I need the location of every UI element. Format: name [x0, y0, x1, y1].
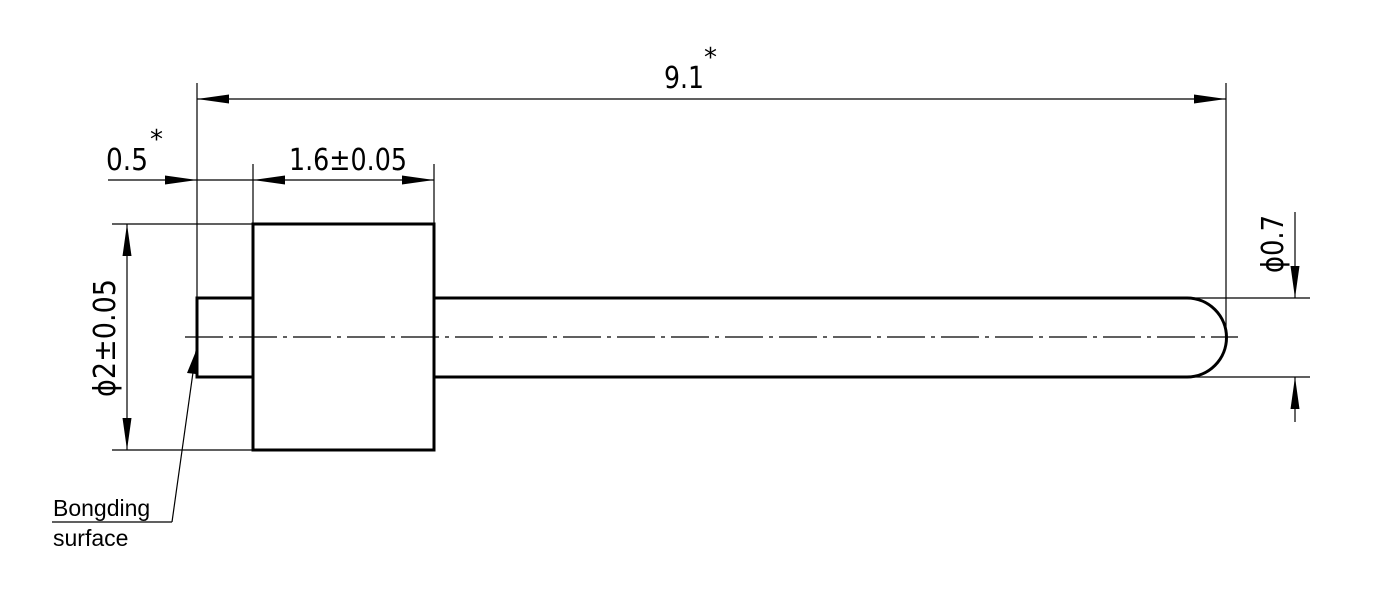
- bonding-surface-leader: [52, 350, 197, 523]
- pin-diameter-label: ϕ0.7: [1256, 215, 1291, 273]
- tip-length-label: 0.5: [106, 143, 148, 178]
- overall-length-label: 9.1: [664, 61, 704, 96]
- overall-length-mark: *: [704, 43, 717, 73]
- dimension-collar-length: 1.6±0.05: [253, 143, 434, 185]
- collar-diameter-label: ϕ2±0.05: [88, 279, 123, 397]
- extension-lines: [112, 83, 1310, 451]
- dimension-pin-diameter: ϕ0.7: [1256, 212, 1300, 422]
- note-line-2: surface: [53, 525, 129, 551]
- bonding-surface-note: Bongding surface: [53, 493, 150, 553]
- dimension-overall-length: 9.1 *: [197, 43, 1226, 104]
- dimension-tip-length: 0.5 *: [106, 125, 285, 185]
- tip-length-mark: *: [150, 125, 163, 155]
- note-line-1: Bongding: [53, 495, 151, 521]
- collar-length-label: 1.6±0.05: [289, 143, 407, 178]
- dimension-collar-diameter: ϕ2±0.05: [88, 224, 132, 450]
